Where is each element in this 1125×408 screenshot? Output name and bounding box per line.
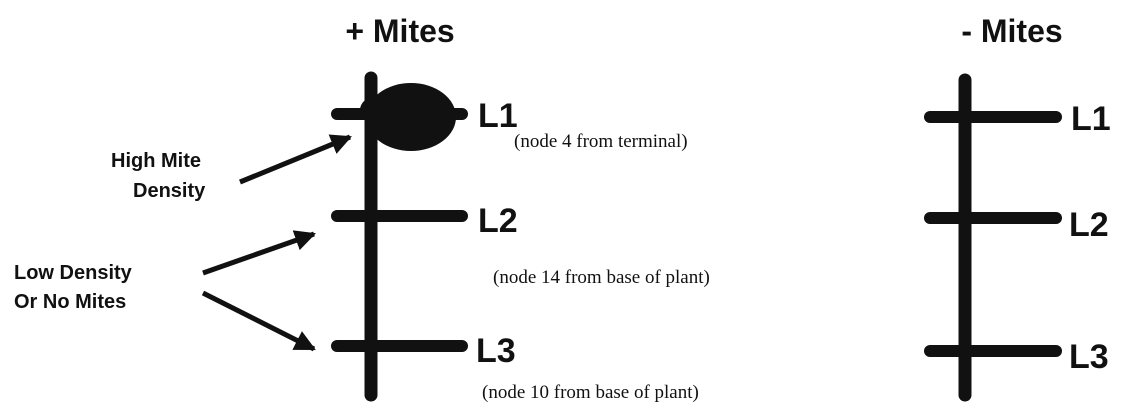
mite-cluster-blob [366, 83, 456, 151]
control-leaf-l3-label: L3 [1069, 338, 1109, 376]
control-plant-title: - Mites [961, 13, 1062, 49]
high-density-arrow [239, 134, 352, 185]
treated-leaf-l1-note: (node 4 from terminal) [514, 131, 688, 152]
treated-plant [331, 71, 468, 402]
treated-leaf-l2-label: L2 [478, 202, 518, 240]
treated-leaf-l3-note: (node 10 from base of plant) [482, 382, 699, 403]
mite-cluster-edge [360, 97, 390, 123]
low-density-arrow-l3 [201, 290, 316, 352]
treated-plant-title: + Mites [345, 13, 454, 49]
low-density-arrow-l2 [202, 230, 316, 276]
high-density-label-line1: High Mite [111, 150, 201, 172]
control-leaf-l2-label: L2 [1069, 206, 1109, 244]
treated-leaf-l2-note: (node 14 from base of plant) [493, 267, 710, 288]
control-plant [924, 73, 1062, 402]
low-density-label-line1: Low Density [14, 262, 133, 284]
treated-leaf-l3-label: L3 [476, 332, 516, 370]
low-density-label-line2: Or No Mites [14, 291, 126, 313]
treated-leaf-l1-label: L1 [478, 97, 518, 135]
control-leaf-l1-label: L1 [1071, 100, 1111, 138]
high-density-label-line2: Density [133, 180, 206, 202]
